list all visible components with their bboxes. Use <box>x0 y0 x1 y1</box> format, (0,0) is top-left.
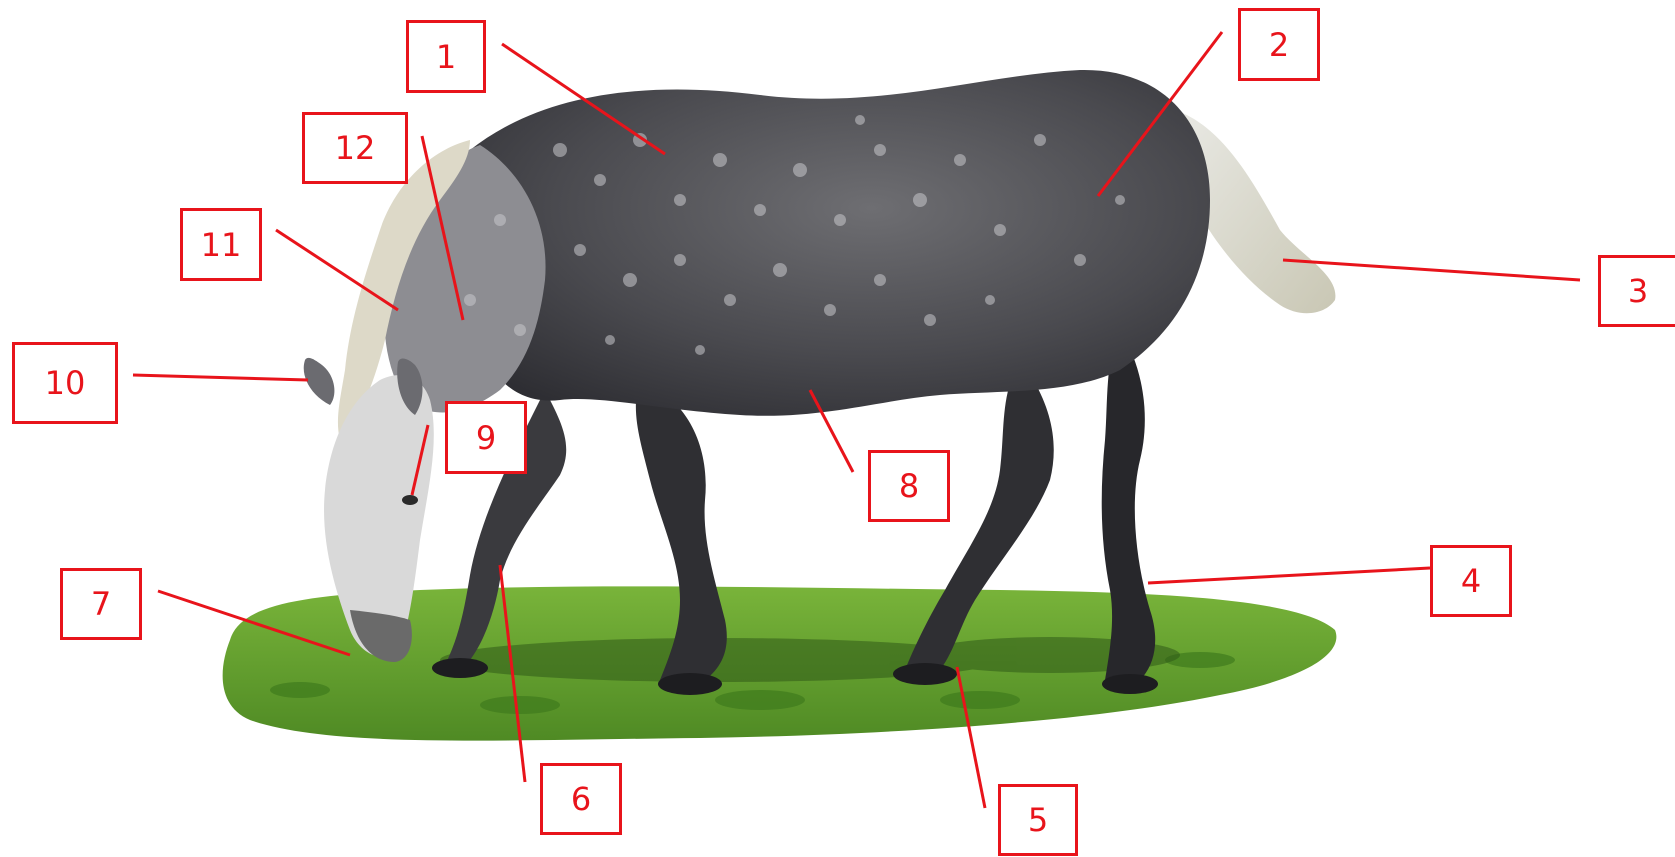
label-box-7: 7 <box>60 568 142 640</box>
label-box-8: 8 <box>868 450 950 522</box>
horse-body <box>457 70 1210 416</box>
label-box-9: 9 <box>445 401 527 474</box>
label-box-6: 6 <box>540 763 622 835</box>
label-box-4: 4 <box>1430 545 1512 617</box>
leader-line-4 <box>1148 568 1430 583</box>
label-box-5: 5 <box>998 784 1078 856</box>
label-box-1: 1 <box>406 20 486 93</box>
label-box-2: 2 <box>1238 8 1320 81</box>
label-box-12: 12 <box>302 112 408 184</box>
label-box-10: 10 <box>12 342 118 424</box>
label-box-11: 11 <box>180 208 262 281</box>
horse-ear-far <box>304 358 335 405</box>
horse-eye <box>402 495 418 505</box>
label-box-3: 3 <box>1598 255 1675 327</box>
leader-line-10 <box>133 375 308 380</box>
